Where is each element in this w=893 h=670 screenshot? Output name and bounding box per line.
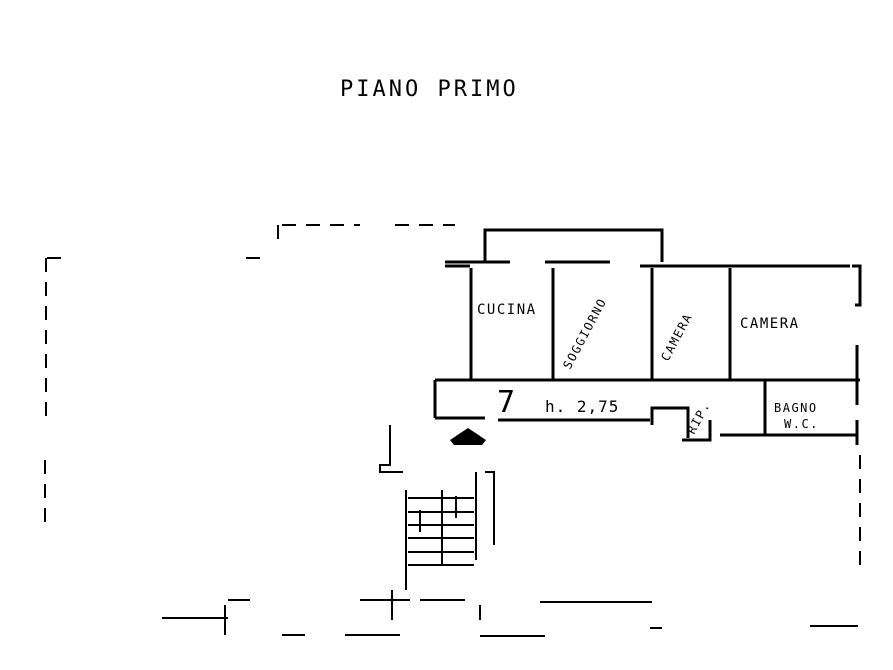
- building-outline: [44, 224, 861, 570]
- walls: [44, 224, 862, 637]
- floor-title: PIANO PRIMO: [340, 77, 519, 102]
- room-label-wc: W.C.: [784, 417, 819, 431]
- room-label-camera-small: CAMERA: [658, 311, 695, 364]
- lower-outline: [162, 590, 858, 637]
- stair-number: 7: [497, 385, 515, 420]
- room-label-camera-large: CAMERA: [740, 316, 800, 332]
- room-label-soggiorno: SOGGIORNO: [560, 295, 609, 371]
- entrance-arrow-icon: [450, 428, 486, 445]
- apartment-walls: [433, 228, 862, 445]
- room-label-cucina: CUCINA: [477, 302, 537, 318]
- room-label-bagno: BAGNO: [774, 401, 818, 415]
- staircase: [379, 425, 495, 590]
- ceiling-height-label: h. 2,75: [545, 397, 619, 416]
